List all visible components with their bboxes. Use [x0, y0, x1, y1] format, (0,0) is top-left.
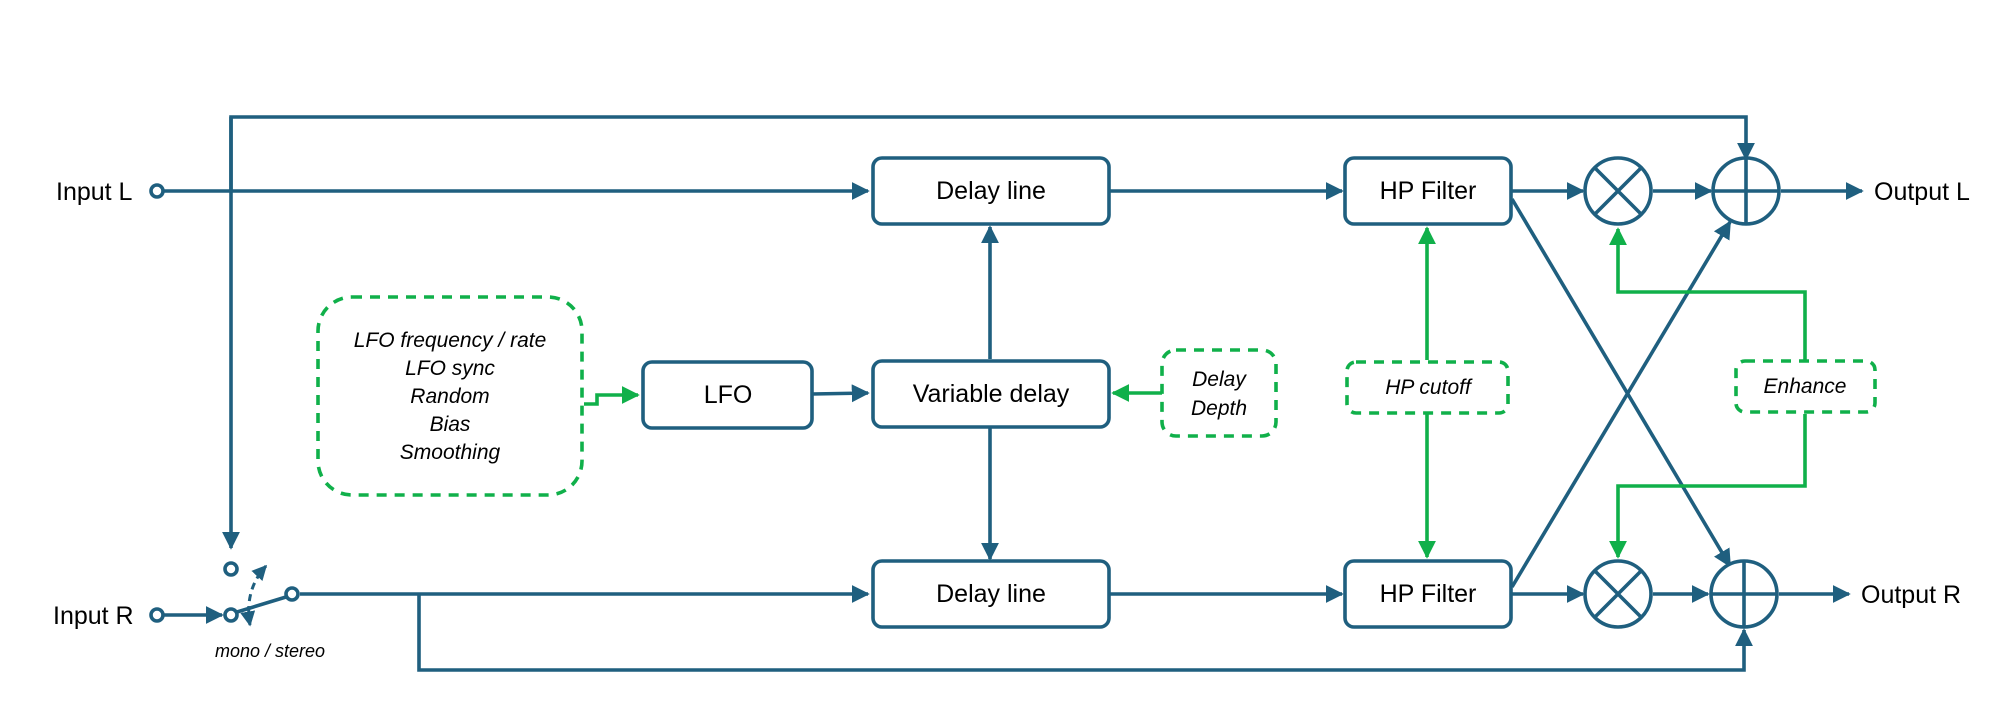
hp-filter-bottom-label: HP Filter	[1380, 580, 1477, 608]
multiplier-top-icon	[1583, 156, 1653, 226]
adder-top-icon	[1711, 156, 1781, 226]
lfo-label: LFO	[704, 381, 753, 409]
enhance-to-mult-bottom-wire	[1609, 414, 1807, 559]
delay-line-bottom-block[interactable]: Delay line	[871, 559, 1111, 629]
lfo-to-vdelay-wire	[811, 384, 870, 403]
output-l-label: Output L	[1874, 178, 1970, 206]
switch-label: mono / stereo	[215, 641, 325, 661]
enhance-control[interactable]: Enhance	[1734, 359, 1877, 414]
switch-stereo-contact	[284, 586, 300, 602]
lfo-params-control[interactable]: LFO frequency / rate LFO sync Random Bia…	[316, 295, 584, 497]
switch-mono-contact	[223, 561, 239, 577]
variable-delay-block[interactable]: Variable delay	[871, 359, 1111, 429]
delay-line-top-label: Delay line	[936, 177, 1046, 205]
hp-filter-bottom-block[interactable]: HP Filter	[1343, 559, 1513, 629]
enhance-label: Enhance	[1764, 375, 1847, 398]
hp-cutoff-label: HP cutoff	[1385, 376, 1473, 399]
hp-filter-top-label: HP Filter	[1380, 177, 1477, 205]
input-l-label: Input L	[56, 178, 133, 206]
mono-stereo-switch[interactable]	[223, 561, 300, 627]
hp-cutoff-control[interactable]: HP cutoff	[1345, 360, 1510, 415]
switch-lever	[236, 595, 287, 614]
lfo-param-4: Bias	[430, 413, 471, 436]
lfo-param-3: Random	[410, 385, 489, 408]
delay-line-top-block[interactable]: Delay line	[871, 156, 1111, 226]
variable-delay-label: Variable delay	[913, 380, 1070, 408]
delay-depth-control[interactable]: Delay Depth	[1160, 348, 1278, 438]
delay-line-bottom-label: Delay line	[936, 580, 1046, 608]
multiplier-bottom-icon	[1583, 559, 1653, 629]
adder-bottom-icon	[1709, 559, 1779, 629]
delay-depth-line-2: Depth	[1191, 397, 1247, 420]
input-r-label: Input R	[53, 602, 134, 630]
switch-toggle-arrow	[240, 564, 268, 627]
bypass-wire-right	[417, 594, 1753, 672]
cross-wire-bottom-to-top	[1510, 220, 1732, 588]
hp-filter-top-block[interactable]: HP Filter	[1343, 156, 1513, 226]
switch-pivot-contact	[223, 607, 239, 623]
lfo-param-5: Smoothing	[400, 441, 501, 464]
signal-wires	[163, 115, 1864, 672]
lfo-params-to-lfo-wire	[584, 386, 640, 406]
enhance-to-mult-top-wire	[1609, 227, 1807, 360]
input-r-terminal[interactable]	[149, 607, 165, 623]
input-l-terminal[interactable]	[149, 183, 165, 199]
lfo-param-2: LFO sync	[405, 357, 495, 380]
lfo-param-1: LFO frequency / rate	[354, 329, 547, 352]
output-r-label: Output R	[1861, 581, 1961, 609]
control-wires	[584, 226, 1807, 559]
lfo-block[interactable]: LFO	[641, 360, 814, 430]
delay-depth-line-1: Delay	[1192, 368, 1247, 391]
cross-wire-top-to-bottom	[1510, 198, 1732, 568]
